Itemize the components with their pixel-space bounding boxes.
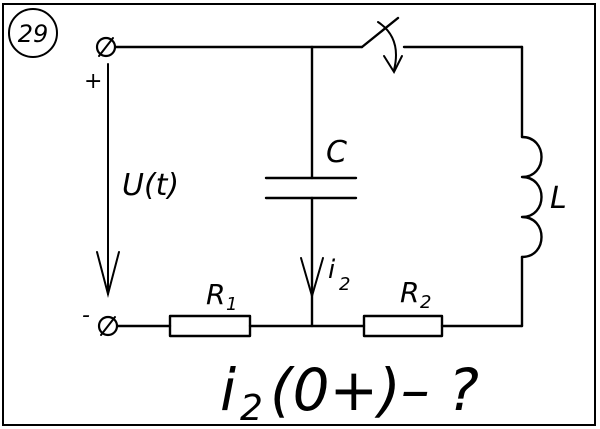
problem-number-badge: 29 [8,8,58,58]
frame [2,3,596,426]
plus-sign: + [84,69,102,94]
inductor [520,135,543,259]
question-letter: i [220,356,236,424]
problem-number: 29 [18,20,49,48]
r2-subscript: 2 [420,292,431,313]
inductor-label: L [550,181,567,216]
voltage-label: U(t) [122,168,179,203]
switch [360,16,403,75]
r2-letter: R [400,276,419,309]
terminal-top [95,36,117,58]
capacitor-label: C [326,135,347,170]
voltage-arrow-head [96,251,120,298]
current-subscript: 2 [339,274,350,295]
minus-sign: - [82,303,90,328]
question-text: (0+)– ? [270,356,479,424]
current-arrow [300,257,324,300]
resistor-r1 [168,314,252,338]
question-subscript: 2 [240,388,263,429]
current-label: i [328,255,336,285]
r1-letter: R [206,278,225,311]
resistor-r2 [362,314,444,338]
terminal-bottom [97,315,119,337]
r1-subscript: 1 [226,294,237,315]
